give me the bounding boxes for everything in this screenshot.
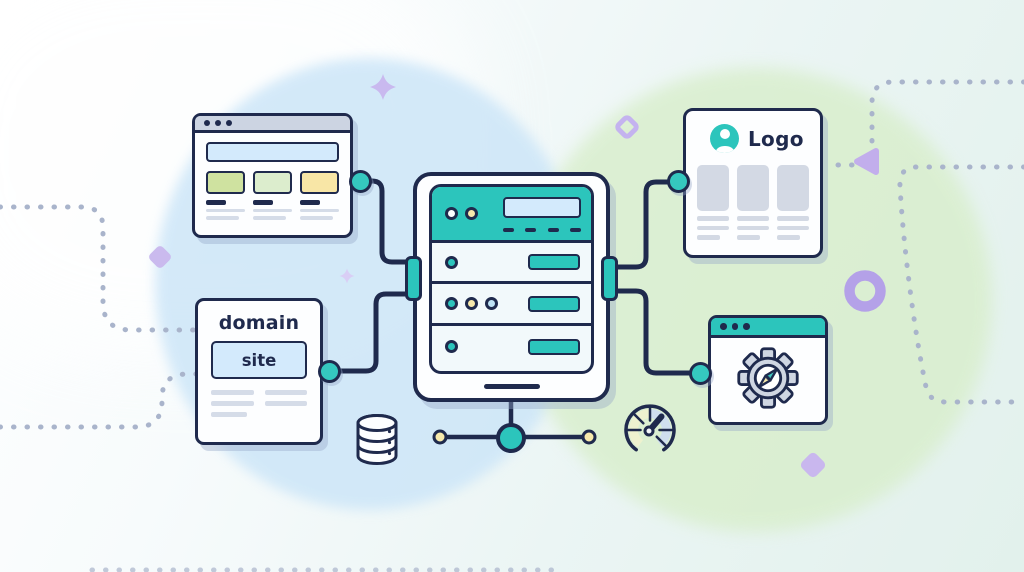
server-unit: [432, 284, 591, 326]
text-placeholder: [300, 216, 334, 220]
content-column: [697, 165, 729, 240]
server-rack: [405, 172, 618, 402]
text-placeholder: [777, 216, 809, 221]
text-placeholder: [264, 401, 307, 406]
dotted-path-top-right: [869, 79, 1024, 147]
text-placeholder: [737, 225, 769, 230]
led-icon: [445, 255, 458, 269]
server-unit: [432, 243, 591, 284]
connector-node: [349, 170, 372, 193]
drive-bay: [528, 295, 580, 312]
content-column: [300, 171, 339, 220]
image-placeholder: [206, 171, 245, 194]
sparkle-icon: [370, 74, 396, 100]
drive-bay: [528, 338, 580, 355]
led-icon: [465, 297, 478, 310]
text-placeholder: [211, 390, 254, 395]
content-column: [206, 171, 245, 220]
content-column: [737, 165, 769, 240]
logo-branding-card: Logo: [683, 108, 823, 258]
dotted-path-top-left: [0, 204, 199, 333]
led-icon: [445, 297, 458, 310]
diamond-decor-right: [800, 452, 826, 478]
content-column: [253, 171, 292, 220]
sparkle-small-icon: [339, 268, 355, 284]
server-unit-top: [432, 187, 591, 243]
server-port-right: [601, 256, 618, 301]
server-handle: [483, 384, 540, 389]
text-placeholder: [211, 412, 248, 417]
speedometer-icon: [624, 404, 676, 452]
heading-placeholder: [253, 200, 273, 205]
text-placeholder: [253, 216, 287, 220]
text-placeholder: [737, 235, 761, 240]
window-dot-icon: [720, 323, 727, 330]
wire-browser-to-server: [353, 178, 418, 265]
diamond-outline-decor: [615, 115, 639, 139]
server-panel: [429, 184, 594, 374]
database-cylinder-icon: [356, 414, 398, 465]
website-browser-window: [192, 113, 353, 238]
text-placeholder: [737, 216, 769, 221]
led-icon: [445, 340, 458, 353]
content-column: [777, 165, 809, 240]
person-avatar-icon: [710, 124, 739, 153]
led-icon: [465, 207, 478, 220]
dotted-path-right: [897, 164, 1024, 405]
gear-compass-icon: [737, 347, 799, 409]
network-hub-icon: [432, 396, 597, 453]
domain-title: domain: [218, 312, 300, 334]
server-port-left: [405, 256, 422, 301]
led-icon: [485, 297, 498, 310]
text-placeholder: [777, 235, 801, 240]
logo-label: Logo: [748, 126, 804, 151]
connector-node: [689, 362, 712, 385]
ring-decor: [844, 270, 886, 312]
triangle-decor: [854, 148, 879, 175]
site-box: site: [211, 341, 307, 379]
drive-bay: [528, 254, 580, 270]
window-dot-icon: [226, 120, 232, 126]
server-display: [503, 197, 581, 218]
browser-titlebar: [195, 116, 350, 133]
window-dot-icon: [743, 323, 750, 330]
text-placeholder: [300, 208, 339, 212]
diamond-decor-left: [149, 246, 171, 268]
connector-node: [318, 360, 341, 383]
text-placeholder: [264, 390, 307, 395]
hero-banner-placeholder: [206, 142, 339, 162]
window-dot-icon: [215, 120, 221, 126]
wire-server-to-logo: [605, 179, 679, 270]
server-unit: [432, 326, 591, 367]
window-dot-icon: [204, 120, 210, 126]
text-placeholder: [697, 225, 729, 230]
dotted-path-bottom-left: [0, 371, 201, 430]
text-placeholder: [697, 235, 721, 240]
settings-browser-window: [708, 315, 828, 425]
domain-card: domain site: [195, 298, 323, 445]
text-column: [264, 390, 307, 417]
browser-titlebar: [711, 318, 825, 338]
text-placeholder: [777, 225, 809, 230]
text-placeholder: [211, 401, 254, 406]
connector-node: [667, 170, 690, 193]
text-placeholder: [206, 208, 245, 212]
vent-dashes: [503, 228, 581, 232]
image-placeholder: [253, 171, 292, 194]
wire-domain-to-server: [323, 291, 418, 374]
led-icon: [445, 207, 458, 220]
image-placeholder: [300, 171, 339, 194]
text-placeholder: [206, 216, 240, 220]
heading-placeholder: [206, 200, 226, 205]
text-placeholder: [697, 216, 729, 221]
window-dot-icon: [731, 323, 738, 330]
image-placeholder: [777, 165, 809, 211]
text-placeholder: [253, 208, 292, 212]
wire-server-to-settings: [605, 288, 701, 376]
heading-placeholder: [300, 200, 320, 205]
site-label: site: [241, 350, 277, 370]
image-placeholder: [737, 165, 769, 211]
text-column: [211, 390, 254, 417]
image-placeholder: [697, 165, 729, 211]
